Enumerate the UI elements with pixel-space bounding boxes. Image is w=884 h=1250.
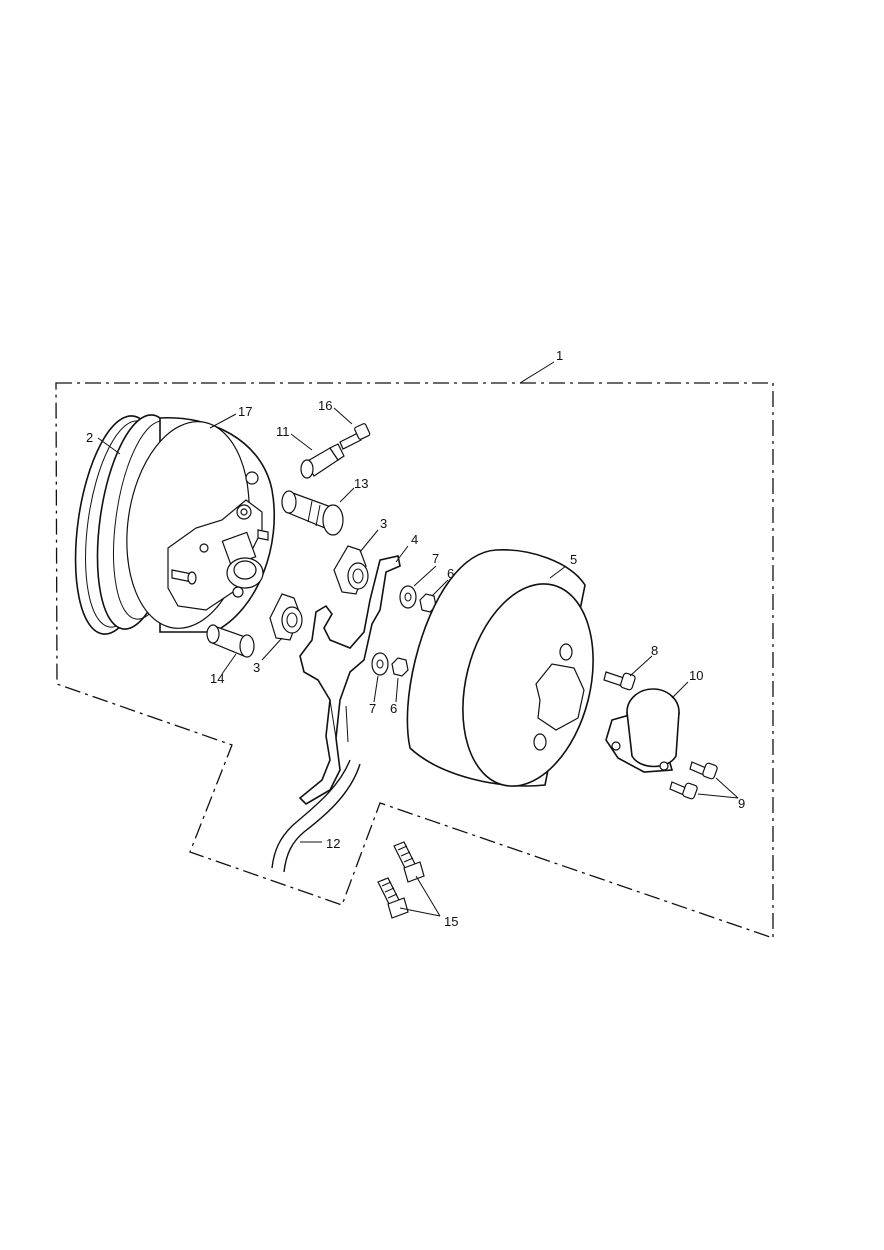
mounting-bracket-part-4 — [298, 555, 401, 806]
callout-3-upper: 3 — [380, 516, 387, 531]
rubber-mount-part-3-lower — [269, 593, 303, 641]
callout-13: 13 — [354, 476, 368, 491]
washer-part-7-upper — [399, 585, 417, 609]
callout-17: 17 — [238, 404, 252, 419]
callout-4: 4 — [411, 532, 418, 547]
callout-15: 15 — [444, 914, 458, 929]
screw-part-16 — [339, 423, 371, 450]
callout-14: 14 — [210, 671, 224, 686]
leader-lines — [97, 361, 739, 917]
callout-10: 10 — [689, 668, 703, 683]
assembly-boundary — [55, 382, 774, 939]
bulb-holder-part-14 — [206, 624, 255, 658]
callout-16: 16 — [318, 398, 332, 413]
rubber-mount-part-3-upper — [333, 545, 369, 595]
housing-shell-part-5 — [406, 549, 594, 787]
bolts-part-15 — [377, 841, 425, 919]
washer-part-7-lower — [371, 652, 389, 676]
callout-6-lower: 6 — [390, 701, 397, 716]
callout-labels: 1 2 3 3 4 5 6 6 7 7 8 9 10 11 12 13 14 1… — [86, 348, 745, 929]
callout-1: 1 — [556, 348, 563, 363]
callout-6-upper: 6 — [447, 566, 454, 581]
callout-5: 5 — [570, 552, 577, 567]
callout-3-lower: 3 — [253, 660, 260, 675]
cover-part-10 — [605, 688, 680, 773]
callout-8: 8 — [651, 643, 658, 658]
callout-7-lower: 7 — [369, 701, 376, 716]
callout-11: 11 — [276, 424, 290, 439]
callout-9: 9 — [738, 796, 745, 811]
screw-part-8 — [603, 671, 636, 691]
bulb-holder-part-11 — [300, 443, 345, 479]
callout-7-upper: 7 — [432, 551, 439, 566]
cable-part-12 — [271, 759, 361, 873]
callout-2: 2 — [86, 430, 93, 445]
callout-12: 12 — [326, 836, 340, 851]
screws-part-9 — [669, 761, 718, 800]
instrument-head-part-2 — [74, 414, 276, 635]
nut-part-6-lower — [391, 657, 409, 677]
grommet-part-13 — [281, 490, 344, 536]
